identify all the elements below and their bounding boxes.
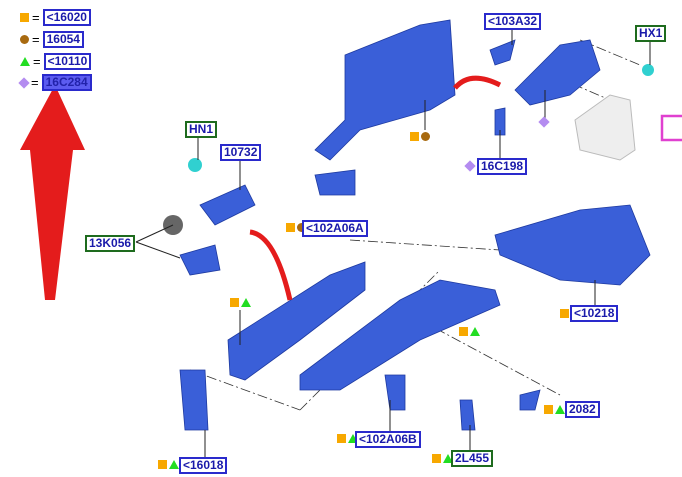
part-label-2082[interactable]: 2082 [565, 401, 600, 418]
side-member-right [299, 279, 501, 391]
bolt-part [642, 64, 654, 76]
legend-code: 16C284 [41, 74, 92, 91]
triangle-icon [555, 405, 565, 414]
small-bracket [494, 107, 506, 136]
mount-bracket [179, 244, 221, 276]
front-apron [494, 204, 651, 286]
nut-part [188, 158, 202, 172]
part-label-hx1[interactable]: HX1 [635, 25, 667, 42]
marker-group [337, 434, 358, 443]
triangle-icon [443, 454, 453, 463]
square-icon [20, 13, 29, 22]
legend-item: =16054 [20, 31, 84, 48]
bracket-part [314, 169, 356, 196]
part-label-102a06a[interactable]: <102A06A [302, 220, 368, 237]
mount-plate [199, 184, 256, 226]
marker-group [432, 454, 453, 463]
square-icon [286, 223, 295, 232]
square-icon [230, 298, 239, 307]
part-label-103a32[interactable]: <103A32 [484, 13, 542, 30]
small-bracket [459, 399, 476, 431]
marker-group [538, 116, 550, 128]
diamond-icon [464, 160, 476, 172]
small-bracket [384, 374, 406, 411]
legend-equals: = [31, 75, 39, 90]
small-bracket [519, 389, 541, 411]
reference-link-box[interactable] [660, 114, 682, 142]
leader-lines [135, 28, 651, 458]
square-icon [544, 405, 553, 414]
side-member-left [227, 261, 366, 381]
diamond-icon [18, 76, 30, 89]
legend-item: =16C284 [18, 74, 92, 91]
part-label-2l455[interactable]: 2L455 [451, 450, 494, 467]
part-label-13k056[interactable]: 13K056 [85, 235, 136, 252]
wheelhouse-panel [314, 19, 456, 161]
triangle-icon [20, 57, 30, 66]
legend-code: <16020 [42, 9, 91, 26]
marker-group [286, 223, 306, 232]
marker-group [560, 309, 569, 318]
triangle-icon [348, 434, 358, 443]
marker-group [544, 405, 565, 414]
square-icon [459, 327, 468, 336]
square-icon [158, 460, 167, 469]
circle-icon [20, 35, 29, 44]
diamond-icon [538, 116, 550, 128]
triangle-icon [470, 327, 480, 336]
marker-group [464, 160, 476, 172]
part-label-16018[interactable]: <16018 [179, 457, 228, 474]
legend-code: 16054 [42, 31, 84, 48]
legend-item: =<10110 [20, 53, 92, 70]
fender-apron [514, 39, 601, 106]
part-label-10732[interactable]: 10732 [220, 144, 262, 161]
circle-icon [297, 223, 306, 232]
legend-equals: = [33, 54, 41, 69]
curved-arrow-icon [249, 229, 293, 301]
triangle-icon [169, 460, 179, 469]
curved-arrow-icon [453, 75, 502, 90]
small-bracket [489, 39, 516, 66]
marker-group [459, 327, 480, 336]
triangle-icon [241, 298, 251, 307]
square-icon [432, 454, 441, 463]
part-label-102a06b[interactable]: <102A06B [355, 431, 421, 448]
legend-equals: = [32, 32, 40, 47]
part-label-10218[interactable]: <10218 [570, 305, 619, 322]
legend-item: =<16020 [20, 9, 91, 26]
red-arrow-icon [20, 85, 85, 300]
legend-code: <10110 [43, 53, 92, 70]
marker-group [410, 132, 430, 141]
marker-group [230, 298, 251, 307]
marker-group [158, 460, 179, 469]
car-parts [179, 19, 651, 431]
fender [574, 94, 636, 161]
frame-bracket [179, 369, 209, 431]
square-icon [410, 132, 419, 141]
legend-equals: = [32, 10, 40, 25]
circle-icon [421, 132, 430, 141]
part-label-hn1[interactable]: HN1 [185, 121, 218, 138]
square-icon [337, 434, 346, 443]
part-label-16c198[interactable]: 16C198 [477, 158, 528, 175]
square-icon [560, 309, 569, 318]
